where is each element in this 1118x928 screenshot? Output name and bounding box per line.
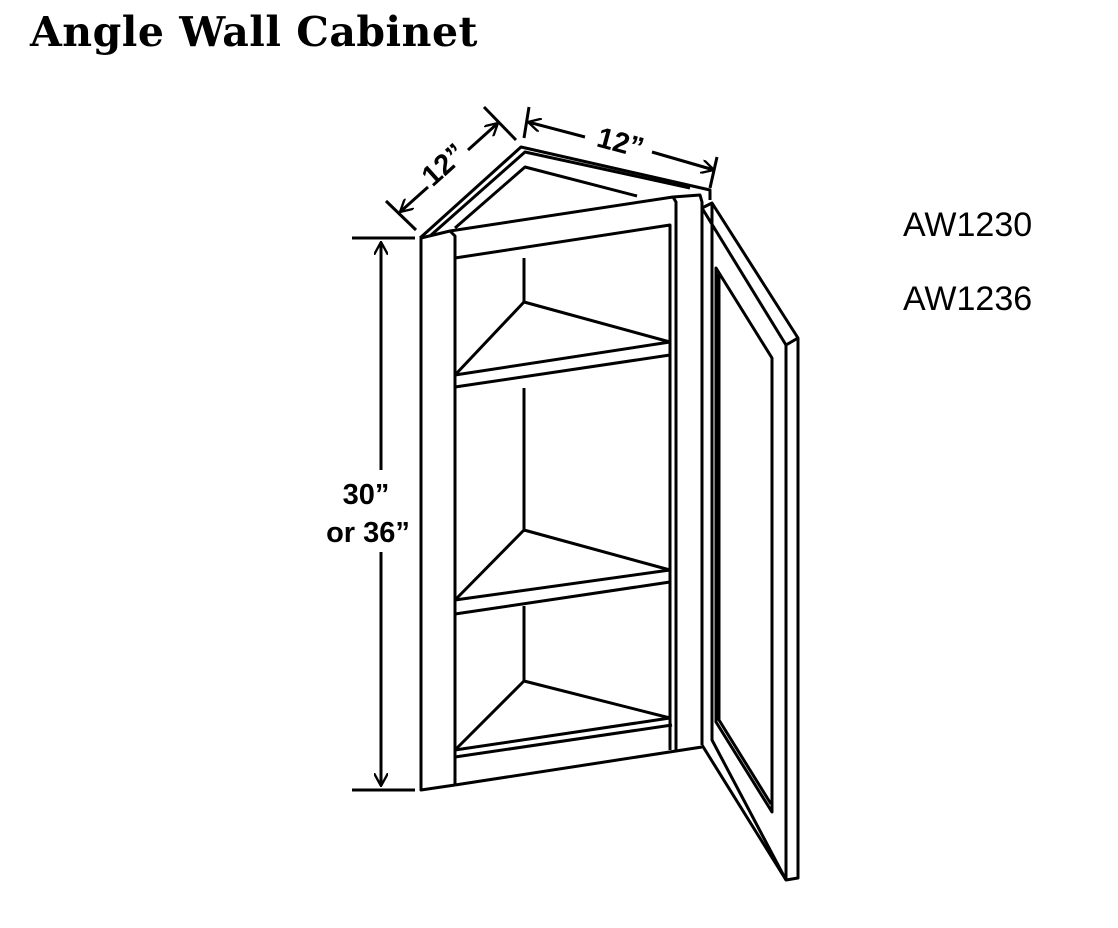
height-label-36: or 36”: [326, 517, 410, 549]
depth-label-right: 12”: [594, 122, 647, 165]
depth-label-left: 12”: [416, 138, 472, 193]
cabinet-door: [700, 201, 800, 882]
cabinet-body: [418, 145, 712, 792]
page-title: Angle Wall Cabinet: [30, 8, 478, 56]
model-code-aw1230: AW1230: [903, 206, 1033, 244]
height-label-30: 30”: [343, 479, 390, 511]
depth-dimension-right: 12”: [522, 106, 719, 189]
model-code-aw1236: AW1236: [903, 280, 1033, 318]
height-dimension: 30” or 36”: [326, 236, 415, 792]
